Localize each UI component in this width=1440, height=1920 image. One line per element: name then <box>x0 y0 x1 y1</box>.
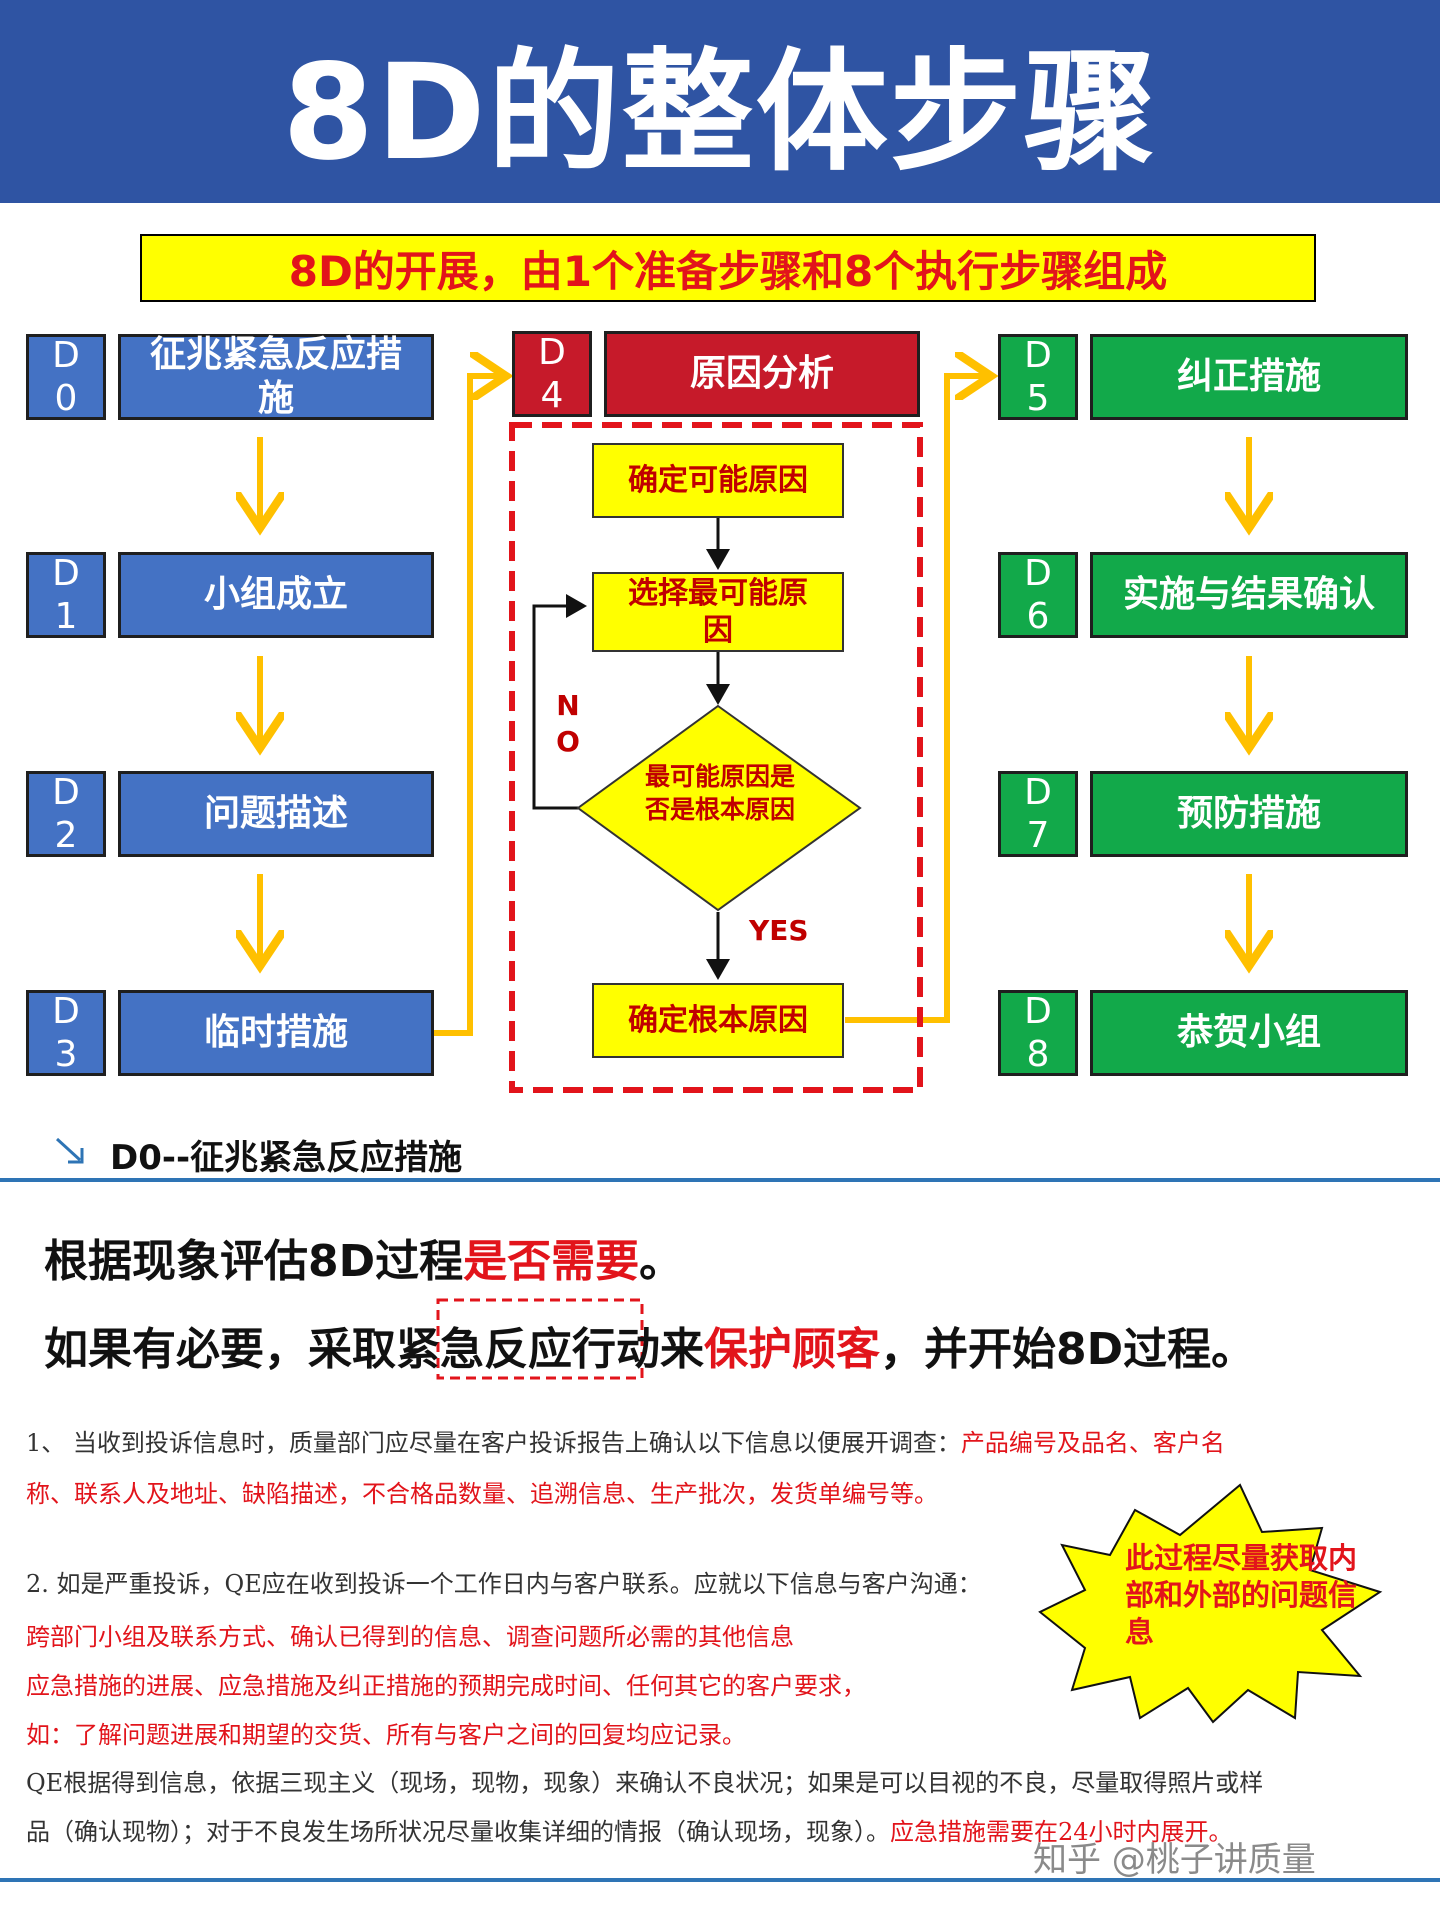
statement-text: 。 <box>639 1236 684 1287</box>
tag-letter: D <box>1024 991 1052 1032</box>
no-label: NO <box>556 689 580 758</box>
statement-highlight: 是否需要 <box>463 1236 640 1287</box>
step-tag-d2: D 2 <box>26 771 106 857</box>
step-box-d0: 征兆紧急反应措施 <box>118 334 434 420</box>
step-tag-d7: D 7 <box>998 771 1078 857</box>
paragraph-2-line-4: 如：了解问题进展和期望的交货、所有与客户之间的回复均应记录。 <box>26 1721 746 1749</box>
tag-number: 0 <box>54 378 78 419</box>
tag-number: 7 <box>1026 815 1050 856</box>
statement-text: ，并开始8D过程。 <box>880 1324 1256 1375</box>
tag-letter: D <box>52 335 80 376</box>
step-box-d5: 纠正措施 <box>1090 334 1408 420</box>
header-banner <box>0 0 1440 203</box>
step-box-d3: 临时措施 <box>118 990 434 1076</box>
yes-label: YES <box>749 914 809 947</box>
step-tag-d4: D 4 <box>512 331 592 417</box>
step-box-d2: 问题描述 <box>118 771 434 857</box>
tag-letter: D <box>538 332 566 373</box>
para-highlight: 应急措施需要在24小时内展开。 <box>890 1818 1233 1846</box>
arrow-no-loop <box>532 594 587 810</box>
tag-number: 8 <box>1026 1034 1050 1075</box>
section-heading: D0--征兆紧急反应措施 <box>110 1138 463 1178</box>
step-box-d1: 小组成立 <box>118 552 434 638</box>
tag-letter: D <box>52 991 80 1032</box>
section-divider <box>0 1178 1440 1182</box>
step-tag-d8: D 8 <box>998 990 1078 1076</box>
tag-letter: D <box>1024 335 1052 376</box>
paragraph-2-line-2: 跨部门小组及联系方式、确认已得到的信息、调查问题所必需的其他信息 <box>26 1623 794 1651</box>
flow-box-most-likely-cause: 选择最可能原因 <box>592 572 844 652</box>
paragraph-1-line-1: 1、 当收到投诉信息时，质量部门应尽量在客户投诉报告上确认以下信息以便展开调查：… <box>26 1428 1225 1458</box>
step-box-d6: 实施与结果确认 <box>1090 552 1408 638</box>
tag-number: 2 <box>54 815 78 856</box>
step-tag-d6: D 6 <box>998 552 1078 638</box>
paragraph-2-line-3: 应急措施的进展、应急措施及纠正措施的预期完成时间、任何其它的客户要求， <box>26 1672 866 1700</box>
tag-number: 3 <box>54 1034 78 1075</box>
statement-highlight: 保护顾客 <box>704 1324 880 1375</box>
decision-diamond <box>576 704 862 912</box>
para-text: 品（确认现物）；对于不良发生场所状况尽量收集详细的情报（确认现场，现象）。 <box>26 1818 890 1846</box>
statement-text: 如果有必要，采取 <box>44 1324 396 1375</box>
decision-label: 最可能原因是否是根本原因 <box>644 762 795 824</box>
tag-letter: D <box>52 772 80 813</box>
tag-number: 5 <box>1026 378 1050 419</box>
step-tag-d3: D 3 <box>26 990 106 1076</box>
para-text: 1、 当收到投诉信息时，质量部门应尽量在客户投诉报告上确认以下信息以便展开调查： <box>26 1429 961 1457</box>
arrow-down-right-icon <box>55 1137 84 1164</box>
para-highlight: 产品编号及品名、客户名 <box>960 1429 1225 1457</box>
tag-letter: D <box>52 553 80 594</box>
step-box-d7: 预防措施 <box>1090 771 1408 857</box>
tag-number: 4 <box>540 375 564 416</box>
bottom-divider <box>0 1878 1440 1882</box>
subtitle-banner: 8D的开展，由1个准备步骤和8个执行步骤组成 <box>140 234 1316 302</box>
arrow-rootcause-d5 <box>845 376 985 1023</box>
tag-number: 6 <box>1026 596 1050 637</box>
step-box-d4: 原因分析 <box>604 331 920 417</box>
page-title: 8D的整体步骤 <box>282 36 1158 190</box>
watermark: 知乎 @桃子讲质量 <box>1033 1840 1316 1880</box>
step-tag-d5: D 5 <box>998 334 1078 420</box>
step-box-d8: 恭贺小组 <box>1090 990 1408 1076</box>
starburst-callout-text: 此过程尽量获取内部和外部的问题信息 <box>1125 1541 1358 1649</box>
tag-letter: D <box>1024 772 1052 813</box>
step-tag-d0: D 0 <box>26 334 106 420</box>
statement-line-1: 根据现象评估8D过程是否需要。 <box>44 1225 683 1289</box>
statement-emergency: 紧急反应 <box>396 1324 572 1375</box>
paragraph-2-line-5: QE根据得到信息，依据三现主义（现场，现物，现象）来确认不良状况；如果是可以目视… <box>26 1769 1264 1797</box>
statement-text: 根据现象评估8D过程 <box>44 1236 464 1287</box>
paragraph-2-line-6: 品（确认现物）；对于不良发生场所状况尽量收集详细的情报（确认现场，现象）。应急措… <box>26 1817 1233 1847</box>
analysis-dashed-frame <box>509 422 923 1093</box>
statement-line-2: 如果有必要，采取紧急反应行动来保护顾客，并开始8D过程。 <box>44 1313 1255 1377</box>
arrow-d3-d4 <box>432 376 500 1036</box>
tag-letter: D <box>1024 553 1052 594</box>
statement-text: 行动来 <box>572 1324 704 1375</box>
emergency-response-highlight <box>436 1298 644 1380</box>
flow-box-root-cause: 确定根本原因 <box>592 983 844 1058</box>
paragraph-2-line-1: 2. 如是严重投诉，QE应在收到投诉一个工作日内与客户联系。应就以下信息与客户沟… <box>26 1570 982 1598</box>
starburst-shape <box>1038 1483 1383 1724</box>
flow-box-possible-causes: 确定可能原因 <box>592 443 844 518</box>
paragraph-1-line-2: 称、联系人及地址、缺陷描述，不合格品数量、追溯信息、生产批次，发货单编号等。 <box>26 1480 938 1508</box>
tag-number: 1 <box>54 596 78 637</box>
step-tag-d1: D 1 <box>26 552 106 638</box>
